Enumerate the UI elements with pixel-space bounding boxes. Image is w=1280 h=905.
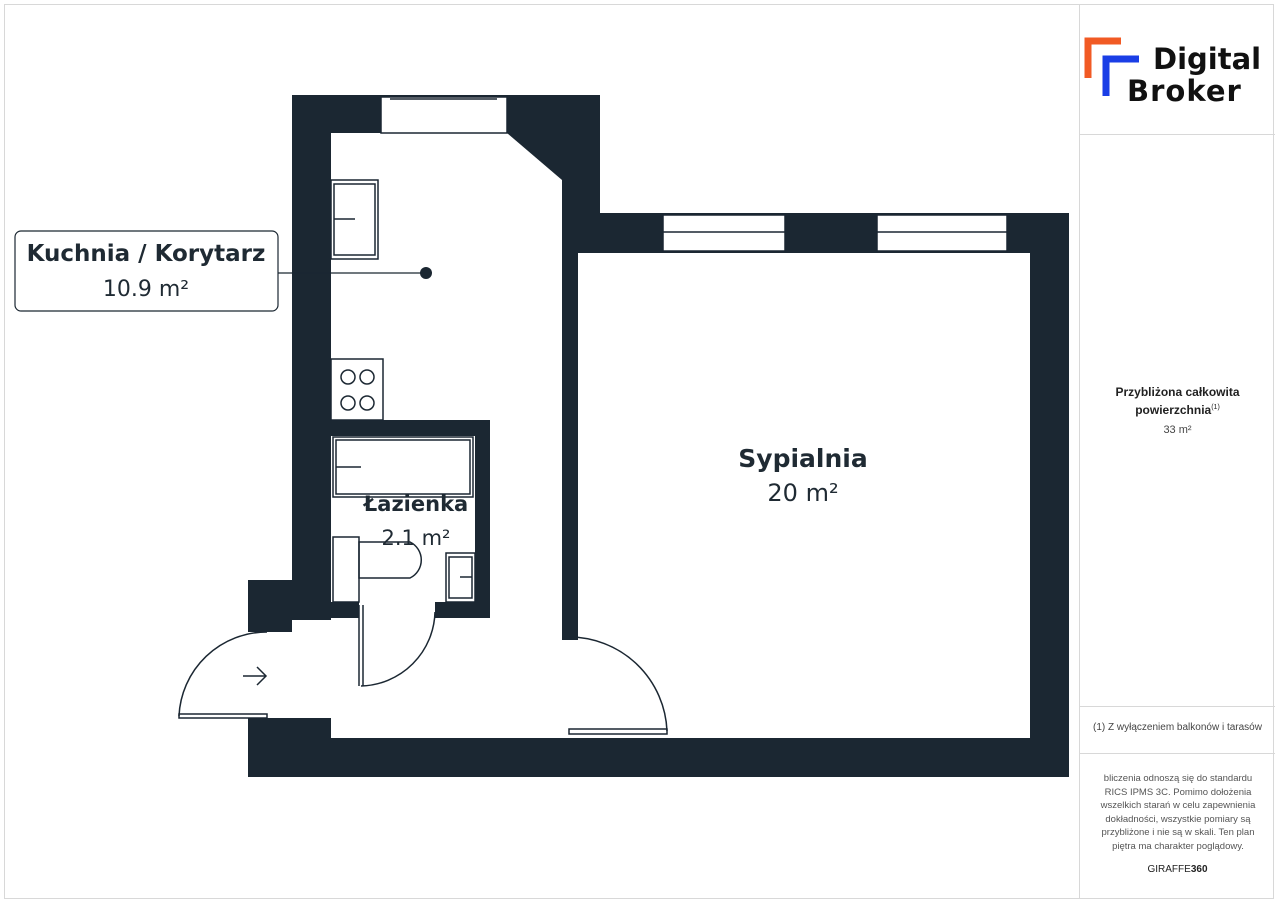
doors [178,605,668,735]
page-frame [4,4,1274,899]
total-area-label: Przybliżona całkowita powierzchnia(1) [1080,384,1275,418]
wall-entrance-upper [248,580,292,632]
provider-brand-light: GIRAFFE [1147,864,1191,875]
bedroom-name: Sypialnia [738,444,867,473]
kitchen-area: 10.9 m² [103,277,189,302]
floor-plan: Kuchnia / Korytarz 10.9 m² Sypialnia 20 … [14,95,1069,777]
windows [380,96,1008,252]
disclaimer-text: bliczenia odnoszą się do standardu RICS … [1100,773,1256,852]
door-bathroom-swing [360,611,436,687]
hob-burner [340,395,356,411]
wall-bottom [248,738,1069,777]
hob-burner [340,369,356,385]
bedroom-area: 20 m² [767,479,838,507]
footnote: (1) Z wyłączeniem balkonów i tarasów [1093,722,1262,733]
door-entrance-leaf [178,713,268,719]
provider-brand: GIRAFFE360 [1080,864,1275,875]
wall-kitchen-chamfer [507,133,562,180]
wall-entrance-lower [248,718,331,777]
bathroom-fixtures [332,436,476,603]
bathroom-area: 2.1 m² [382,526,451,550]
door-bedroom-swing [568,636,668,732]
kitchen-name: Kuchnia / Korytarz [27,241,266,267]
wall-bath-right [475,420,490,618]
brand-logo: Digital Broker [1080,4,1275,134]
provider-brand-bold: 360 [1190,864,1208,875]
toilet-bowl [358,541,422,579]
total-area-value: 33 m² [1163,424,1192,436]
window-bedroom-right [876,214,1008,252]
total-area-footnote-ref: (1) [1211,404,1220,411]
hob-burner [359,395,375,411]
panel-divider [1080,134,1275,135]
wall-kitchen-left [292,95,331,620]
brand-logo-mark-icon [1084,37,1139,96]
bedroom-floor [578,253,1030,738]
brand-logo-line1: Digital [1153,42,1262,76]
info-panel: Digital Broker Przybliżona całkowita pow… [1079,4,1275,899]
window-bedroom-left [662,214,786,252]
kitchen-sink [330,179,379,260]
panel-divider [1080,706,1275,707]
wall-bath-bottom-right [435,602,490,618]
total-area-label-line2: powierzchnia [1135,403,1212,417]
bathtub [332,436,474,498]
callout-box [14,230,279,312]
brand-logo-line2: Broker [1127,74,1242,108]
hob-burner [359,369,375,385]
callout-dot [420,267,432,279]
kitchen-label: Kuchnia / Korytarz 10.9 m² [14,230,432,312]
wall-bath-top [331,420,490,436]
panel-divider [1080,753,1275,754]
door-bedroom-leaf [568,728,668,735]
window-kitchen [380,96,508,134]
wall-bedroom-right [1030,213,1069,777]
bathroom-name: Łazienka [363,492,468,516]
kitchen-hob [330,358,384,421]
door-entrance-swing [178,631,268,717]
total-area-label-line1: Przybliżona całkowita [1115,385,1240,399]
wall-bath-bottom-left [331,602,359,618]
kitchen-fixtures [330,179,384,421]
bath-sink [445,552,476,603]
toilet-tank [332,536,360,603]
